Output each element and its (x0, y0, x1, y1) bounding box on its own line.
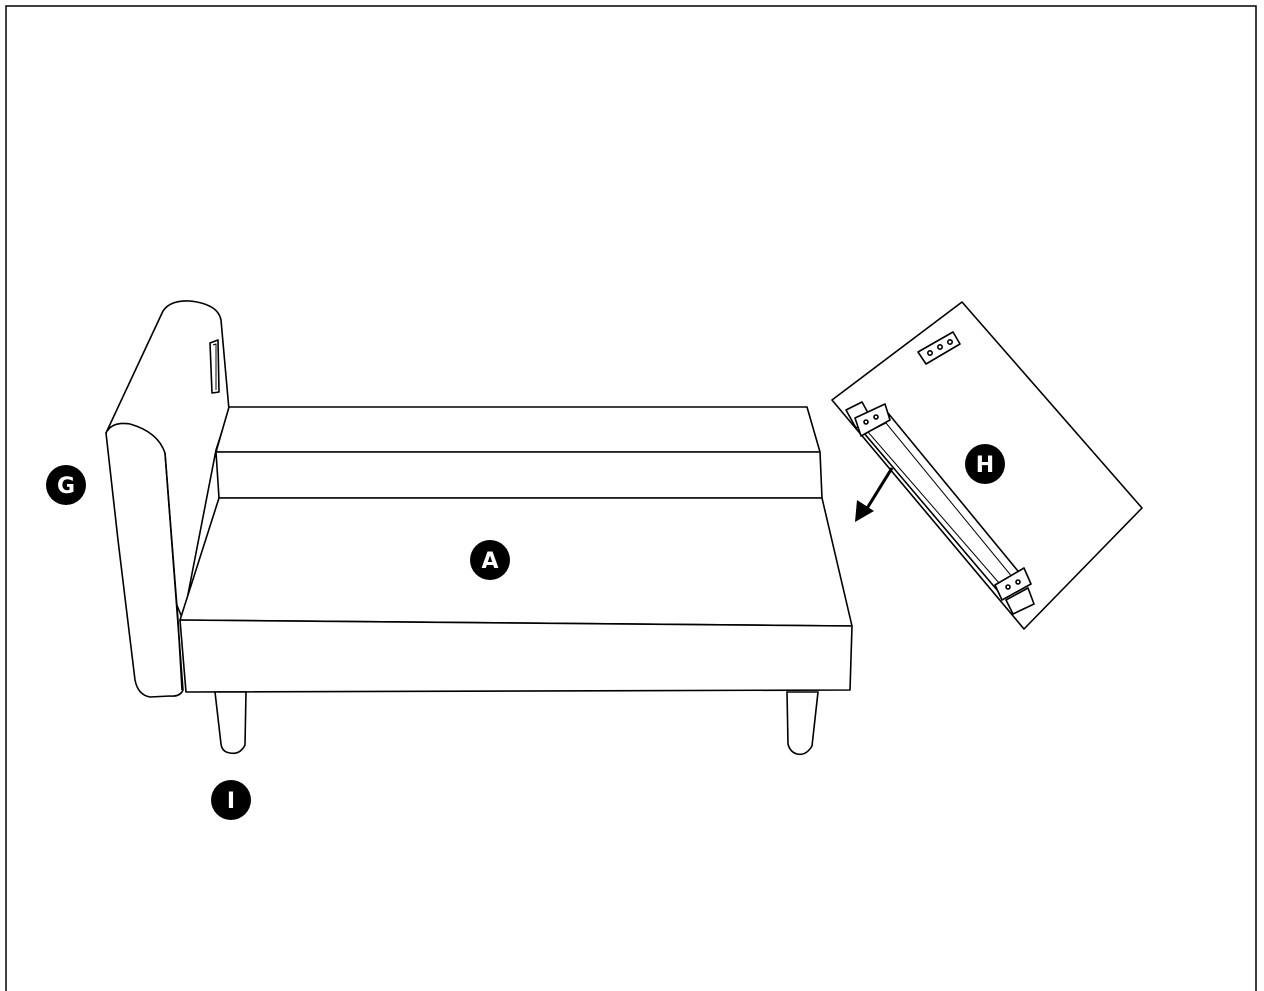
right-leg (787, 692, 818, 754)
left-leg (215, 692, 246, 753)
label-badge-i: I (211, 780, 251, 820)
label-badge-g: G (46, 465, 86, 505)
label-text-a: A (481, 549, 498, 574)
insertion-arrow (855, 468, 892, 522)
seat-part (180, 407, 852, 692)
label-text-h: H (976, 453, 994, 478)
label-text-i: I (227, 789, 235, 814)
legs-part (215, 692, 818, 754)
label-badge-a: A (470, 540, 510, 580)
label-badge-h: H (965, 444, 1005, 484)
label-text-g: G (57, 474, 75, 499)
